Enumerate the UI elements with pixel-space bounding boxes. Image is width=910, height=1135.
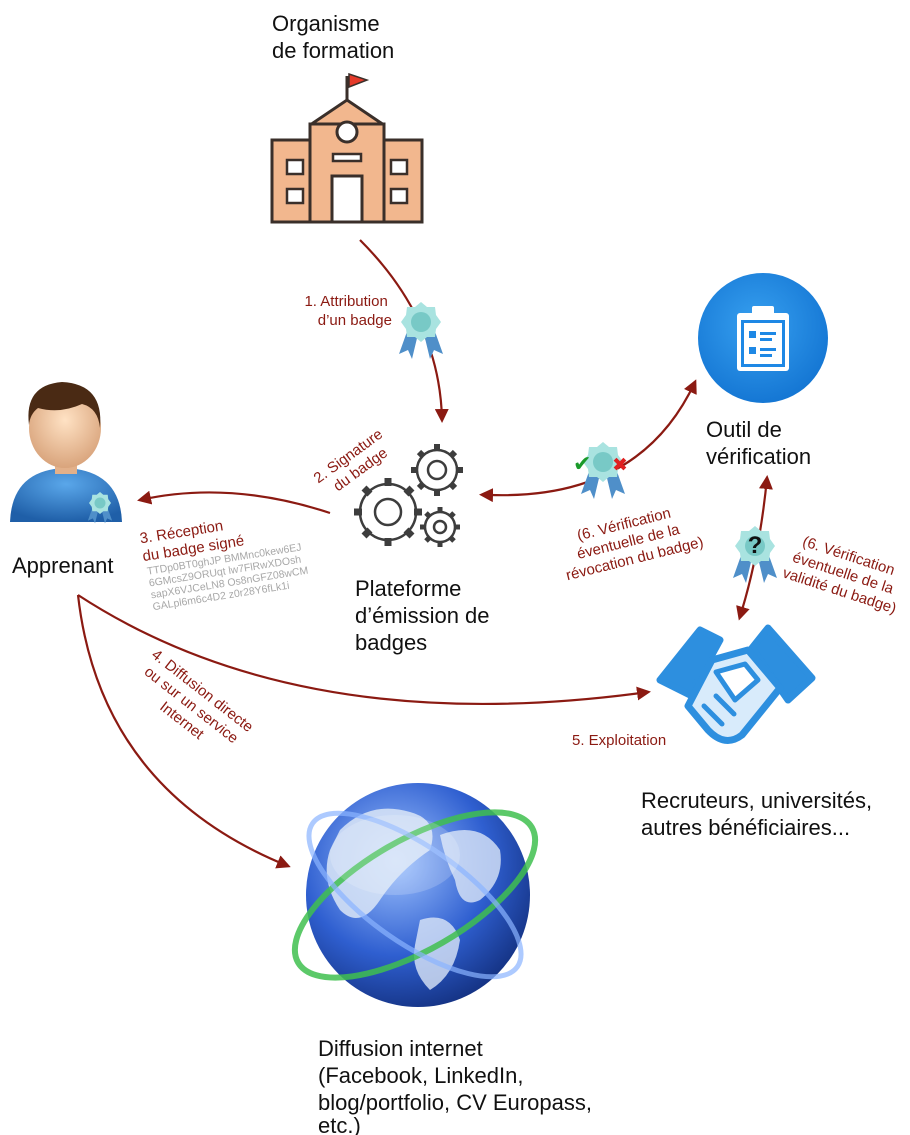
reception-label: 3. Réception du badge signé TTDp0BT0ghJP… bbox=[139, 517, 310, 613]
attribution-label: 1. Attribution d’un badge bbox=[304, 293, 392, 329]
handshake-icon bbox=[656, 624, 816, 744]
svg-text:(6. Vérification éventue: (6. Vérification éventuelle de la validi… bbox=[781, 530, 910, 617]
question-mark-icon: ? bbox=[748, 532, 763, 559]
internet-label: Diffusion internet (Facebook, LinkedIn, … bbox=[318, 1036, 598, 1135]
diffusion-label: 4. Diffusion directe ou sur un service I… bbox=[126, 646, 260, 767]
exploitation-label: 5. Exploitation bbox=[572, 732, 666, 749]
gears-icon bbox=[354, 444, 463, 547]
signature-label: 2. Signature du badge bbox=[311, 423, 400, 501]
arrow-reception bbox=[137, 490, 331, 515]
check-mark-icon: ✔ bbox=[573, 451, 591, 476]
apprenant-label: Apprenant bbox=[12, 553, 114, 578]
svg-text:2. Signature du badge: 2. Signature du badge bbox=[311, 423, 400, 501]
cross-mark-icon: ✖ bbox=[612, 455, 628, 476]
badge-icon bbox=[399, 302, 443, 359]
validity-check-label: (6. Vérification éventuelle de la validi… bbox=[781, 530, 910, 617]
arrow-exploitation bbox=[77, 594, 651, 706]
globe-icon bbox=[291, 783, 539, 1007]
recruteurs-label: Recruteurs, universités, autres bénéfici… bbox=[641, 788, 878, 840]
organisme-label: Organisme de formation bbox=[272, 11, 394, 63]
svg-text:(6. Vérification éventue: (6. Vérification éventuelle de la révoca… bbox=[556, 499, 706, 585]
arrow-diffusion bbox=[76, 594, 291, 869]
outil-label: Outil de vérification bbox=[706, 417, 811, 469]
plateforme-label: Plateforme d’émission de badges bbox=[355, 576, 496, 655]
school-building-icon bbox=[270, 72, 424, 224]
verification-clipboard-icon bbox=[698, 273, 828, 403]
svg-text:4. Diffusion directe ou: 4. Diffusion directe ou sur un service I… bbox=[126, 646, 260, 767]
revocation-check-label: (6. Vérification éventuelle de la révoca… bbox=[556, 499, 706, 585]
learner-avatar-icon bbox=[10, 382, 122, 524]
